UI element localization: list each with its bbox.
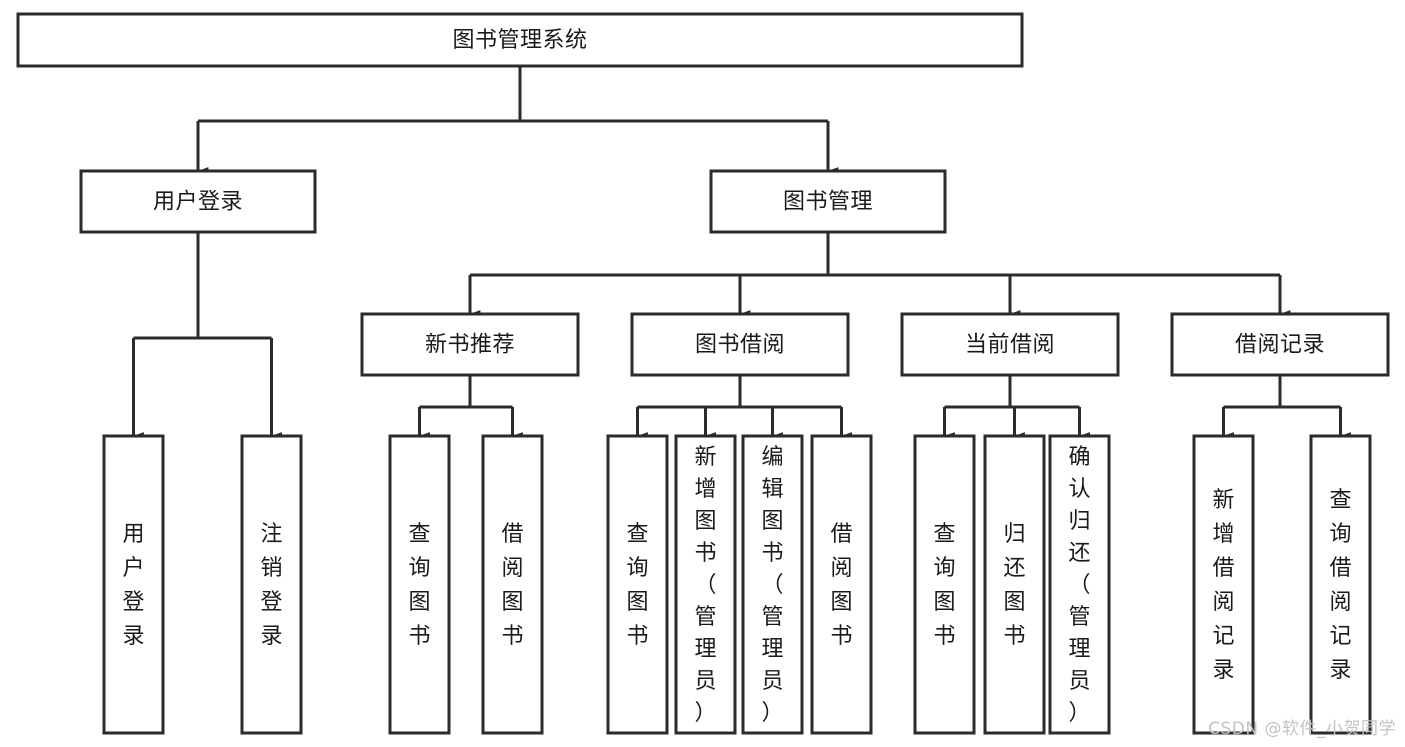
node-leaf-return-book[interactable]: 归还图书 (983, 434, 1046, 735)
node-leaf-borrow-book-2[interactable]: 借阅图书 (810, 434, 873, 735)
node-leaf-edit-book[interactable]: 编辑图书（管理员） (741, 434, 804, 735)
node-label: 编辑图书（管理员） (761, 445, 783, 726)
node-leaf-logout[interactable]: 注销登录 (240, 434, 303, 735)
node-label: 借阅图书 (501, 522, 523, 649)
node-label: 新书推荐 (425, 333, 515, 358)
node-borrow-record[interactable]: 借阅记录 (1170, 312, 1390, 377)
node-label: 借阅记录 (1235, 333, 1325, 358)
node-leaf-borrow-book-1[interactable]: 借阅图书 (481, 434, 544, 735)
node-leaf-add-book[interactable]: 新增图书（管理员） (674, 434, 737, 735)
node-label: 图书管理系统 (452, 28, 587, 53)
node-box (1170, 312, 1390, 377)
node-box (900, 312, 1120, 377)
node-box (1048, 434, 1111, 735)
node-leaf-query-book-2[interactable]: 查询图书 (606, 434, 669, 735)
node-box (102, 434, 165, 735)
node-box (983, 434, 1046, 735)
node-label: 归还图书 (1003, 522, 1025, 649)
node-box (709, 169, 947, 234)
node-box (913, 434, 976, 735)
node-leaf-query-book-1[interactable]: 查询图书 (388, 434, 451, 735)
node-leaf-confirm-return[interactable]: 确认归还（管理员） (1048, 434, 1111, 735)
node-label: 用户登录 (122, 522, 144, 649)
node-label: 用户登录 (153, 190, 243, 215)
node-label: 新增图书（管理员） (694, 445, 716, 726)
node-book-borrow[interactable]: 图书借阅 (630, 312, 850, 377)
node-label: 借阅图书 (830, 522, 852, 649)
node-label: 当前借阅 (965, 333, 1055, 358)
edge-layer (132, 66, 1351, 440)
node-book-manage[interactable]: 图书管理 (709, 169, 947, 234)
node-box (810, 434, 873, 735)
node-label: 图书借阅 (695, 333, 785, 358)
node-label: 新增借阅记录 (1212, 488, 1234, 683)
node-box (741, 434, 804, 735)
node-leaf-add-record[interactable]: 新增借阅记录 (1192, 434, 1255, 735)
node-label: 查询图书 (933, 522, 955, 649)
node-box (388, 434, 451, 735)
node-box (79, 169, 317, 234)
node-label: 确认归还（管理员） (1068, 445, 1090, 726)
node-current-borrow[interactable]: 当前借阅 (900, 312, 1120, 377)
node-user-login[interactable]: 用户登录 (79, 169, 317, 234)
node-box (1192, 434, 1255, 735)
node-leaf-query-book-3[interactable]: 查询图书 (913, 434, 976, 735)
node-box (1309, 434, 1372, 735)
node-root[interactable]: 图书管理系统 (16, 12, 1024, 68)
node-box (674, 434, 737, 735)
node-box (360, 312, 580, 377)
node-label: 查询图书 (626, 522, 648, 649)
node-box (16, 12, 1024, 68)
node-label: 注销登录 (260, 522, 282, 649)
node-label: 查询借阅记录 (1329, 488, 1351, 683)
node-leaf-query-record[interactable]: 查询借阅记录 (1309, 434, 1372, 735)
node-label: 图书管理 (783, 190, 873, 215)
node-new-book-rec[interactable]: 新书推荐 (360, 312, 580, 377)
node-leaf-user-login[interactable]: 用户登录 (102, 434, 165, 735)
node-layer: 图书管理系统用户登录图书管理新书推荐图书借阅当前借阅借阅记录用户登录注销登录查询… (16, 12, 1390, 735)
node-label: 查询图书 (408, 522, 430, 649)
node-box (240, 434, 303, 735)
node-box (606, 434, 669, 735)
node-box (630, 312, 850, 377)
node-box (481, 434, 544, 735)
